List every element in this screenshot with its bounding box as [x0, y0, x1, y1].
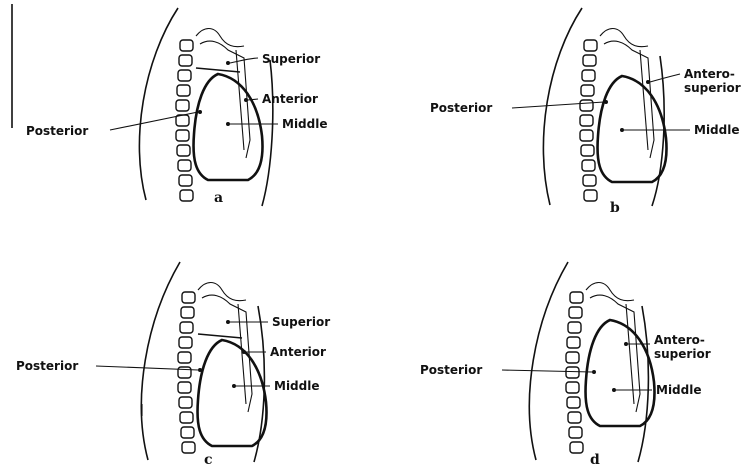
label-middle-b: Middle [694, 123, 740, 137]
body-wall-anterior [262, 60, 273, 206]
panel-b: Antero- superior Middle Posterior b [430, 8, 741, 216]
label-posterior-d: Posterior [420, 363, 482, 377]
sternum-inner-b [640, 50, 648, 150]
sternum-b [604, 41, 654, 158]
plane-c [198, 334, 242, 338]
sternum-inner-c [238, 304, 246, 404]
panel-c: Superior Anterior Middle Posterior c [16, 262, 330, 468]
label-posterior-a: Posterior [26, 124, 88, 138]
label-anterior-a: Anterior [262, 92, 318, 106]
label-middle-d: Middle [656, 383, 702, 397]
label-middle-c: Middle [274, 379, 320, 393]
panel-a: Superior Anterior Middle Posterior a [12, 4, 328, 206]
label-anterosuperior-1-b: Antero- [684, 67, 735, 81]
caption-b: b [610, 200, 620, 216]
body-wall-posterior [139, 8, 178, 200]
spine-b [580, 40, 597, 201]
heart-c [198, 340, 267, 446]
plane-a [196, 68, 240, 72]
label-superior-c: Superior [272, 315, 330, 329]
sternum-a [200, 41, 250, 158]
body-wall-posterior [543, 8, 582, 205]
body-wall-posterior [141, 262, 180, 460]
caption-a: a [214, 190, 223, 206]
spine-c [178, 292, 195, 453]
label-anterior-c: Anterior [270, 345, 326, 359]
sternum-inner-a [236, 50, 244, 150]
panel-d: Antero- superior Middle Posterior d [420, 262, 711, 468]
label-posterior-b: Posterior [430, 101, 492, 115]
sternum-inner-d [626, 304, 634, 404]
sternum-d [590, 295, 640, 412]
label-anterosuperior-2-b: superior [684, 81, 741, 95]
label-posterior-c: Posterior [16, 359, 78, 373]
caption-d: d [590, 452, 600, 468]
caption-c: c [204, 452, 213, 468]
label-anterosuperior-1-d: Antero- [654, 333, 705, 347]
heart-b [598, 76, 667, 182]
label-superior-a: Superior [262, 52, 320, 66]
spine-a [176, 40, 193, 201]
spine-d [566, 292, 583, 453]
heart-d [586, 320, 655, 426]
label-anterosuperior-2-d: superior [654, 347, 711, 361]
label-middle-a: Middle [282, 117, 328, 131]
heart-a [194, 74, 263, 180]
body-wall-posterior [529, 262, 568, 460]
